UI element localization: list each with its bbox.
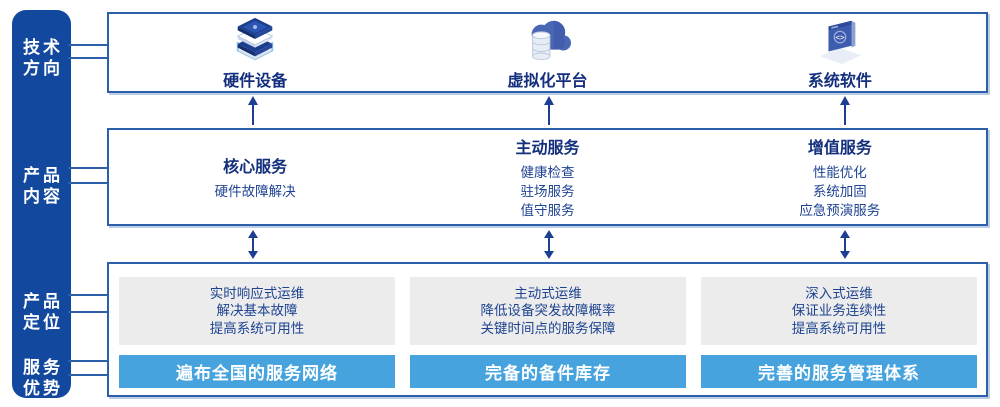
double-arrow-icon [544, 230, 554, 259]
service-column-core: 核心服务 硬件故障解决 [109, 130, 401, 224]
sidebar-label-product-positioning: 产品 定位 [12, 291, 71, 333]
connector-line [68, 294, 108, 296]
product-content-box: 核心服务 硬件故障解决 主动服务 健康检查 驻场服务 值守服务 增值服务 性能优… [107, 128, 988, 226]
tech-item-label: 系统软件 [807, 73, 872, 90]
sidebar-label-product-content: 产品 内容 [12, 165, 71, 207]
tech-item-hardware: 硬件设备 [109, 14, 401, 91]
positioning-line: 深入式运维 [805, 285, 873, 301]
positioning-columns: 实时响应式运维 解决基本故障 提高系统可用性 遍布全国的服务网络 主动式运维 降… [109, 264, 986, 388]
service-column-proactive: 主动服务 健康检查 驻场服务 值守服务 [401, 130, 693, 224]
service-column-value-added: 增值服务 性能优化 系统加固 应急预演服务 [694, 130, 986, 224]
double-arrow-icon [248, 230, 258, 259]
service-item: 值守服务 [520, 203, 575, 218]
service-item: 健康检查 [520, 165, 575, 180]
positioning-line: 提高系统可用性 [791, 320, 887, 336]
service-item: 驻场服务 [520, 184, 575, 199]
up-arrow-icon [840, 96, 850, 125]
connector-line [68, 44, 108, 46]
connector-line [68, 182, 108, 184]
code-window-icon: <> [819, 20, 861, 64]
positioning-panel: 主动式运维 降低设备突发故障概率 关键时间点的服务保障 [410, 277, 686, 345]
cloud-database-icon [532, 20, 572, 61]
svg-text:<>: <> [835, 33, 845, 42]
sidebar-label-line: 服务 [23, 358, 63, 377]
service-title: 核心服务 [223, 159, 288, 176]
positioning-line: 主动式运维 [514, 285, 582, 301]
tech-item-virtualization: 虚拟化平台 [401, 14, 693, 91]
tech-item-label: 虚拟化平台 [507, 73, 588, 90]
sidebar-label-line: 内容 [23, 187, 63, 206]
positioning-line: 提高系统可用性 [209, 320, 305, 336]
positioning-line: 解决基本故障 [216, 303, 298, 319]
tech-direction-box: 硬件设备 虚拟化平台 [107, 12, 988, 93]
up-arrow-icon [248, 96, 258, 125]
server-stack-icon [236, 17, 274, 61]
service-item: 应急预演服务 [799, 203, 881, 218]
service-item: 硬件故障解决 [214, 184, 296, 199]
positioning-line: 保证业务连续性 [791, 303, 887, 319]
sidebar-label-line: 定位 [23, 313, 63, 332]
positioning-line: 降低设备突发故障概率 [480, 303, 616, 319]
tech-item-system-software: <> 系统软件 [694, 14, 986, 91]
sidebar-label-line: 产品 [23, 166, 63, 185]
service-item: 性能优化 [812, 165, 867, 180]
positioning-line: 实时响应式运维 [209, 285, 305, 301]
advantage-banner: 遍布全国的服务网络 [119, 355, 395, 388]
tech-item-label: 硬件设备 [223, 73, 288, 90]
connector-line [68, 311, 108, 313]
connector-line [68, 167, 108, 169]
double-arrow-icon [840, 230, 850, 259]
positioning-column-proactive: 主动式运维 降低设备突发故障概率 关键时间点的服务保障 完备的备件库存 [410, 277, 686, 388]
sidebar-label-line: 方向 [23, 59, 63, 78]
positioning-line: 关键时间点的服务保障 [480, 320, 616, 336]
sidebar-label-line: 技术 [23, 38, 63, 57]
positioning-column-realtime: 实时响应式运维 解决基本故障 提高系统可用性 遍布全国的服务网络 [119, 277, 395, 388]
sidebar-label-service-advantage: 服务 优势 [12, 357, 71, 399]
sidebar-label-tech-direction: 技术 方向 [12, 37, 71, 79]
advantage-banner: 完善的服务管理体系 [701, 355, 977, 388]
up-arrow-icon [544, 96, 554, 125]
product-positioning-box: 实时响应式运维 解决基本故障 提高系统可用性 遍布全国的服务网络 主动式运维 降… [107, 262, 988, 397]
connector-line [68, 374, 108, 376]
connector-line [68, 57, 108, 59]
positioning-column-deep: 深入式运维 保证业务连续性 提高系统可用性 完善的服务管理体系 [701, 277, 977, 388]
service-title: 增值服务 [807, 140, 872, 157]
positioning-panel: 实时响应式运维 解决基本故障 提高系统可用性 [119, 277, 395, 345]
connector-line [68, 360, 108, 362]
positioning-panel: 深入式运维 保证业务连续性 提高系统可用性 [701, 277, 977, 345]
sidebar-label-line: 优势 [23, 379, 63, 398]
service-item: 系统加固 [812, 184, 867, 199]
service-title: 主动服务 [515, 140, 580, 157]
advantage-banner: 完备的备件库存 [410, 355, 686, 388]
sidebar-label-line: 产品 [23, 292, 63, 311]
category-sidebar: 技术 方向 产品 内容 产品 定位 服务 优势 [12, 10, 71, 398]
